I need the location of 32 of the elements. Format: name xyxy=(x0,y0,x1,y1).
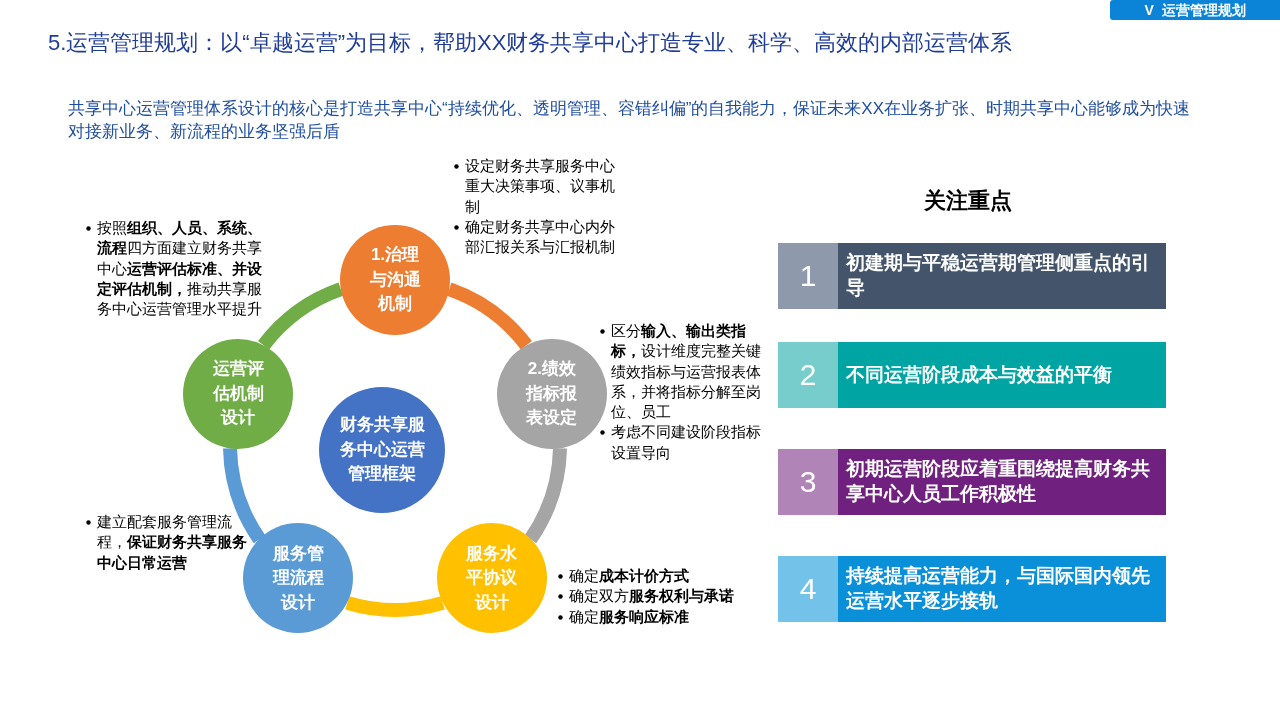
section-heading: 关注重点 xyxy=(922,187,1013,215)
bullet-text: 确定服务响应标准 xyxy=(569,607,689,625)
priority-bar: 初建期与平稳运营期管理侧重点的引导 xyxy=(838,243,1166,309)
circle-label: 2.绩效指标报表设定 xyxy=(524,358,579,430)
step-number: 2 xyxy=(778,342,838,408)
ring-arc xyxy=(345,596,445,617)
priority-bar: 不同运营阶段成本与效益的平衡 xyxy=(838,342,1166,408)
circle-label: 1.治理与沟通机制 xyxy=(368,244,422,316)
ring-arc xyxy=(223,447,266,543)
circle-label: 服务管理流程设计 xyxy=(271,542,325,614)
circle-label: 财务共享服务中心运营管理框架 xyxy=(338,414,426,486)
bullet-text: 区分输入、输出类指标，设计维度完整关键绩效指标与运营报表体系，并将指标分解至岗位、员工 xyxy=(611,322,761,420)
section-tab: V 运营管理规划 xyxy=(1110,0,1280,20)
bullet-text: 确定成本计价方式 xyxy=(569,567,689,584)
slide-title: 5.运营管理规划：以“卓越运营”为目标，帮助XX财务共享中心打造专业、科学、高效的内部运营体系 xyxy=(48,29,1013,57)
bullet-text: 确定双方服务权利与承诺 xyxy=(569,587,734,605)
circle-label: 运营评估机制设计 xyxy=(211,358,265,430)
bullet-text: 建立配套服务管理流程，保证财务共享服务中心日常运营 xyxy=(97,513,247,571)
step-number: 4 xyxy=(778,556,838,622)
priority-bar: 初期运营阶段应着重围绕提高财务共享中心人员工作积极性 xyxy=(838,449,1166,515)
bullet-text: 按照组织、人员、系统、流程四方面建立财务共享中心运营评估标准、并设定评估机制，推动共享服务中心运营管理水平提升 xyxy=(97,219,262,317)
bullet-text: 确定财务共享中心内外部汇报关系与汇报机制 xyxy=(465,217,615,255)
step-number: 1 xyxy=(778,243,838,309)
bullet-text: 考虑不同建设阶段指标设置导向 xyxy=(611,423,761,461)
ring-arc xyxy=(446,282,532,350)
priority-bar: 持续提高运营能力，与国际国内领先运营水平逐步接轨 xyxy=(838,556,1166,622)
ring-arc xyxy=(258,282,344,350)
ring-arc xyxy=(524,447,567,543)
circle-label: 服务水平协议设计 xyxy=(465,542,519,614)
step-number: 3 xyxy=(778,449,838,515)
intro-paragraph: 共享中心运营管理体系设计的核心是打造共享中心“持续优化、透明管理、容错纠偏”的自我能力，保证未来XX在业务扩张、时期共享中心能够成为快速对接新业务、新流程的业务坚强后盾 xyxy=(68,98,1191,143)
bullet-text: 设定财务共享服务中心重大决策事项、议事机制 xyxy=(465,157,615,215)
